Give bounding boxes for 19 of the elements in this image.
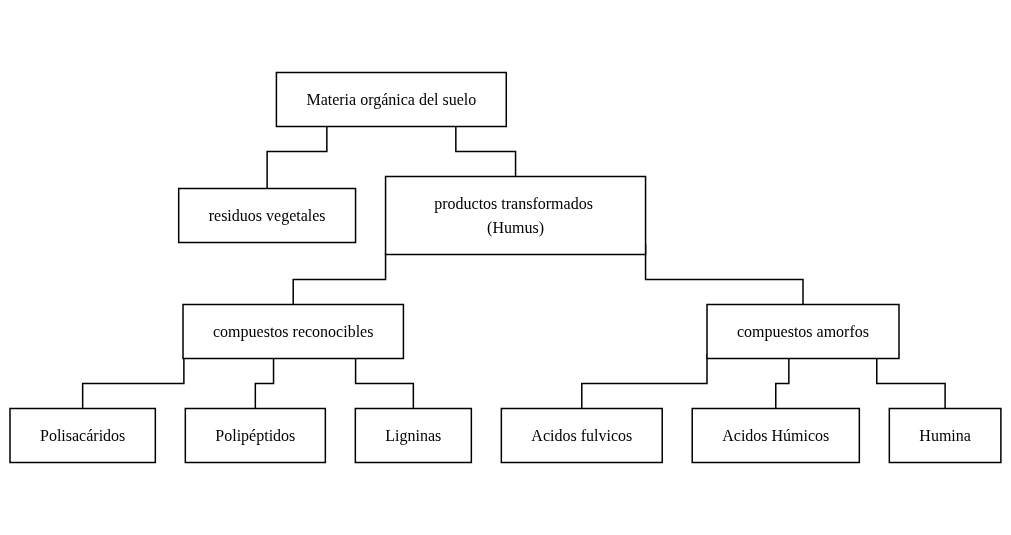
node-box: Ligninas <box>354 407 473 464</box>
connector <box>876 357 946 410</box>
node-box: Acidos fulvicos <box>500 407 664 464</box>
connector <box>775 357 790 410</box>
node-box: Materia orgánica del suelo <box>275 71 508 128</box>
connector <box>292 252 387 306</box>
node-box: Humina <box>888 407 1002 464</box>
node-box: Acidos Húmicos <box>691 407 861 464</box>
node-box: compuestos amorfos <box>706 303 900 360</box>
connector <box>266 125 328 190</box>
node-box: Polisacáridos <box>9 407 157 464</box>
connector <box>354 357 415 410</box>
connector <box>455 125 517 178</box>
connector <box>82 357 185 410</box>
node-box: compuestos reconocibles <box>182 303 405 360</box>
node-box: residuos vegetales <box>178 187 357 244</box>
node-box: productos transformados (Humus) <box>384 175 647 256</box>
connector <box>254 357 275 410</box>
node-box: Polipéptidos <box>184 407 327 464</box>
